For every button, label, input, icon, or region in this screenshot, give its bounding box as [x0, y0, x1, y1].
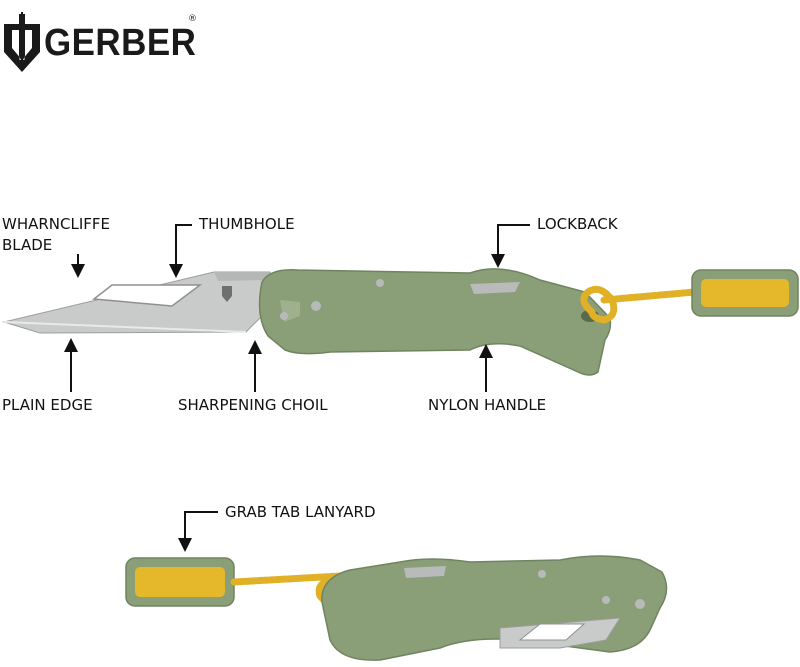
nylon-handle: [258, 268, 612, 376]
arrow-lockback: [497, 224, 530, 256]
lanyard-cord: [580, 285, 699, 324]
arrow-grab-tab: [184, 511, 218, 540]
label-thumbhole: THUMBHOLE: [199, 215, 295, 233]
thumbhole: [92, 284, 203, 307]
registered-mark: ®: [188, 14, 197, 24]
brand-name: GERBER: [44, 21, 197, 64]
gerber-shield-icon: [4, 12, 40, 72]
nylon-handle-closed: [321, 555, 668, 661]
label-lockback: LOCKBACK: [537, 215, 618, 233]
label-wharncliffe-line1: WHARNCLIFFE: [2, 215, 111, 233]
callout-arrows: [70, 224, 530, 540]
open-knife: [2, 268, 799, 376]
label-wharncliffe: WHARNCLIFFE BLADE: [2, 214, 110, 256]
label-plain-edge: PLAIN EDGE: [2, 396, 93, 414]
label-wharncliffe-line2: BLADE: [2, 236, 53, 254]
label-sharpening-choil: SHARPENING CHOIL: [178, 396, 328, 414]
closed-knife: [125, 555, 668, 661]
arrow-thumbhole: [175, 224, 192, 266]
label-grab-tab-lanyard: GRAB TAB LANYARD: [225, 503, 376, 521]
label-nylon-handle: NYLON HANDLE: [428, 396, 547, 414]
gerber-logo: GERBER: [2, 10, 210, 76]
